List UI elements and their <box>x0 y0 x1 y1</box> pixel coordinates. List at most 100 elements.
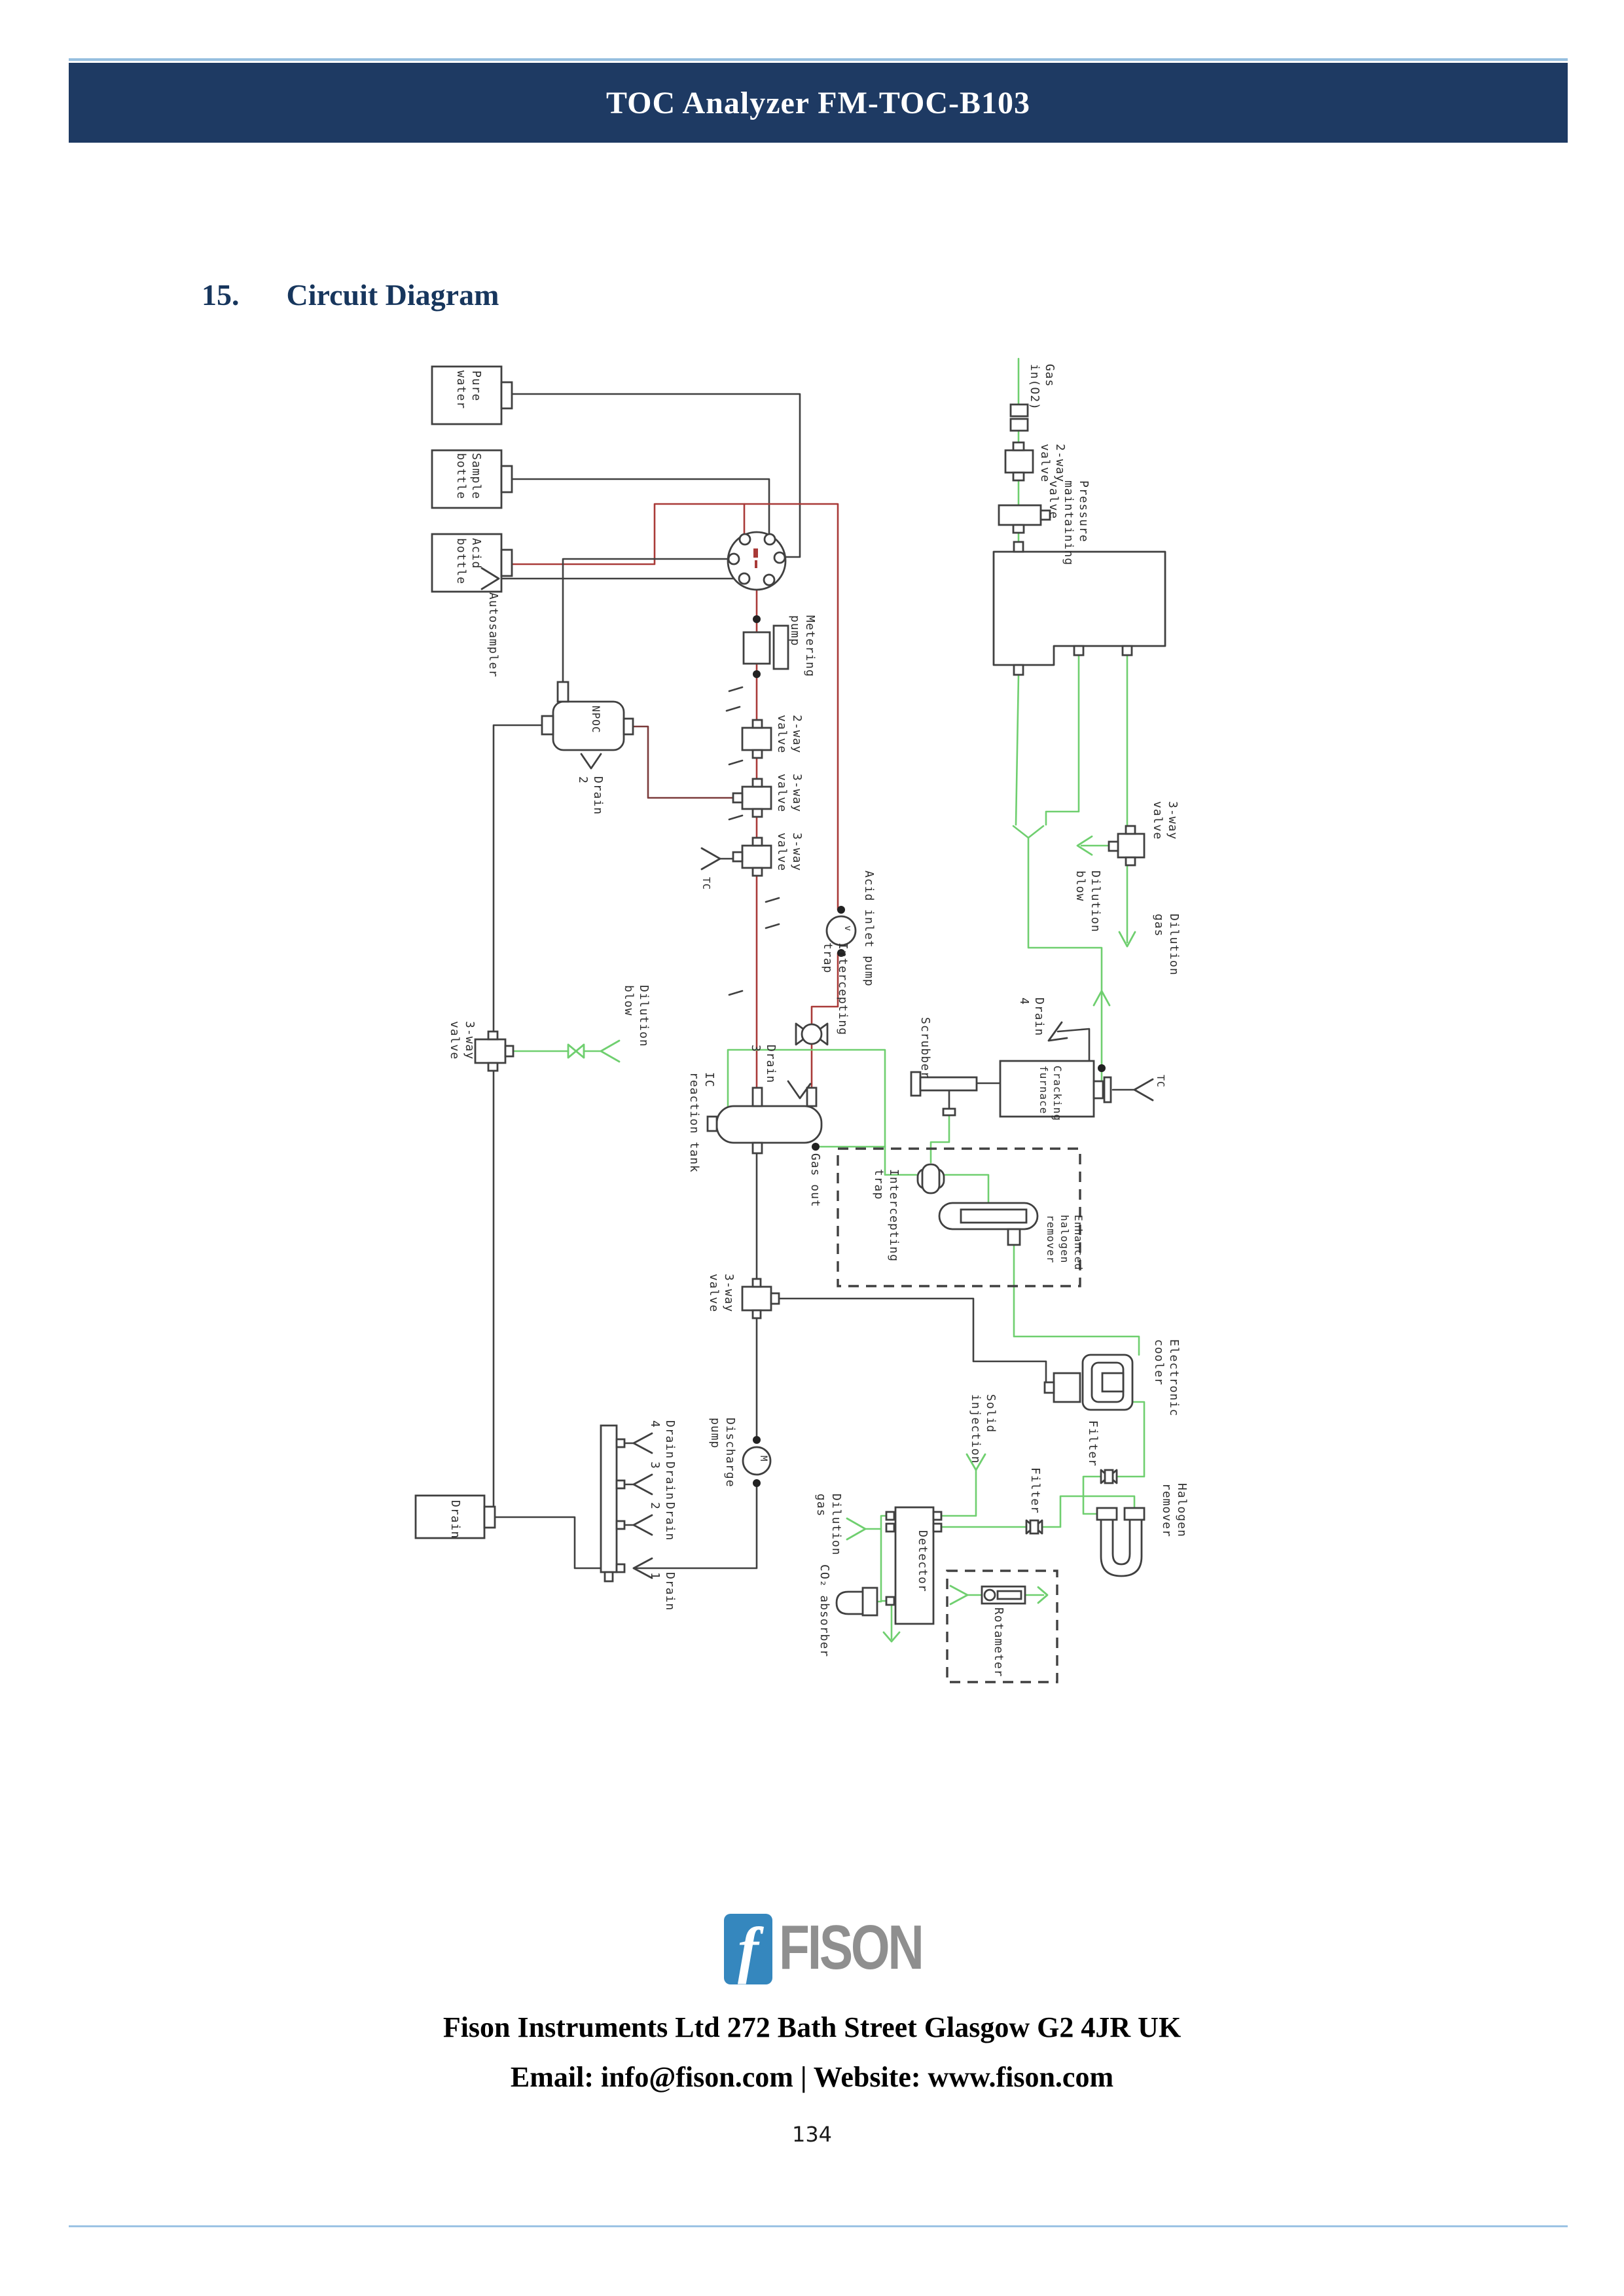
pure-water-nub <box>500 381 513 410</box>
manifold-bottom-nub <box>604 1571 614 1583</box>
box-port-right <box>1121 645 1133 656</box>
manifold-port-4 <box>615 1438 626 1448</box>
metering-pump-body <box>742 631 771 665</box>
rotameter-ball <box>983 1588 996 1602</box>
footer-address: Fison Instruments Ltd 272 Bath Street Gl… <box>442 2011 1182 2043</box>
label-2way-valve-right-line-1: 2-way <box>1053 444 1067 482</box>
valve-2way-mid <box>741 726 772 751</box>
box-out-mid <box>1045 654 1080 826</box>
label-co2-absorber: CO₂ absorber <box>818 1564 831 1657</box>
drain4-arrow <box>1047 1021 1068 1042</box>
label-ic-reaction-tank-line-2: reaction tank <box>687 1072 701 1173</box>
label-gas-out: Gas out <box>808 1153 822 1208</box>
filter1-plate <box>1104 1469 1114 1484</box>
label-enhanced-halogen-remover-line-3: remover <box>1045 1215 1057 1263</box>
label-drain-manifold-4-line-1: Drain <box>663 1420 677 1459</box>
ic-tank-nub-2 <box>806 1086 818 1107</box>
label-drain-3-line-2: 3 <box>749 1045 763 1052</box>
utube-inner <box>1111 1520 1131 1566</box>
box-out-left <box>1015 673 1020 826</box>
npoc-top-nub <box>556 681 569 703</box>
valve-3way-left-nub-t <box>487 1030 499 1041</box>
npoc-vessel <box>552 700 625 751</box>
sample-bottle <box>431 449 503 509</box>
box-bottom-nub <box>1013 664 1024 676</box>
section-heading: 15. Circuit Diagram <box>202 278 499 312</box>
label-electronic-cooler-line-1: Electronic <box>1167 1339 1181 1416</box>
label-drain-manifold-3-line-2: 3 <box>648 1462 662 1469</box>
bottom-accent-line <box>69 2225 1568 2227</box>
valve-3way-mid-a-nub-t <box>751 778 763 788</box>
label-3way-valve-mid-a-line-1: 3-way <box>790 774 804 812</box>
solid-injection-line <box>940 1469 977 1517</box>
drain4-branch <box>1056 1028 1091 1062</box>
multiport-port-4 <box>773 551 786 564</box>
drain-m1-fork <box>632 1557 653 1579</box>
label-cracking-furnace-line-1: Cracking <box>1051 1066 1064 1121</box>
label-electronic-cooler-line-2: cooler <box>1152 1339 1166 1386</box>
ic-tank <box>715 1105 823 1144</box>
valve-3way-mid-a-nub-l <box>732 792 744 804</box>
detector-port-l2 <box>885 1522 895 1533</box>
label-intercepting-trap-2-line-1: Intercepting <box>887 1169 901 1262</box>
fison-logo-text: FISON <box>779 1912 924 1982</box>
label-3way-valve-mid-b-line-2: valve <box>775 833 789 871</box>
filter2-plate <box>1029 1519 1039 1535</box>
label-3way-valve-mid-b-line-1: 3-way <box>790 833 804 871</box>
rotameter-float <box>996 1590 1022 1600</box>
valve-3way-bottom <box>741 1285 772 1312</box>
dilution-blow-right-arrow <box>1076 835 1093 856</box>
label-dilution-blow-right-line-2: blow <box>1074 870 1087 901</box>
acid-inlet-pump <box>825 915 857 946</box>
y-stem-to-furnace <box>1027 836 1103 1081</box>
label-filter-1: Filter <box>1086 1420 1100 1467</box>
label-intercepting-trap-1-line-2: trap <box>821 942 835 973</box>
drain-box-line <box>494 1516 602 1570</box>
label-scrubber: Scrubber <box>918 1017 932 1079</box>
valve-2way-right <box>1004 449 1034 474</box>
fison-logo-icon: f <box>724 1914 772 1984</box>
drain2-arrow <box>580 753 602 770</box>
valve-3way-left-nub-r <box>504 1045 514 1058</box>
dash-7 <box>728 990 744 996</box>
fison-logo: f FISON <box>724 1914 958 1984</box>
label-dilution-blow-left-line-1: Dilution <box>637 985 651 1047</box>
valve-to-npoc-top <box>562 558 730 683</box>
dilution-bowtie <box>567 1043 585 1059</box>
label-tc-mid: TC <box>700 877 712 890</box>
dash-4 <box>728 814 744 821</box>
label-3way-valve-mid-a-line-2: valve <box>775 774 789 812</box>
dash-5 <box>765 897 780 903</box>
label-sample-bottle-line-1: Sample <box>469 453 483 499</box>
multiport-port-2 <box>763 533 776 546</box>
acid-bottle <box>431 533 503 593</box>
label-3way-valve-bottom-line-1: 3-way <box>722 1274 736 1312</box>
furnace-fitting-a <box>1092 1080 1104 1100</box>
pure-water-line <box>511 393 801 558</box>
remover-to-cooler <box>1013 1244 1140 1356</box>
label-3way-valve-right-line-1: 3-way <box>1166 801 1180 840</box>
valve-3way-mid-b-nub-l <box>732 851 744 863</box>
gas-up-arrow <box>1092 990 1111 1007</box>
discharge-pump <box>742 1446 772 1476</box>
page-header: TOC Analyzer FM-TOC-B103 <box>69 63 1568 143</box>
pure-water-bottle <box>431 365 503 425</box>
label-dilution-gas-detector-line-2: gas <box>814 1494 828 1517</box>
gas-filter-a <box>1009 403 1029 418</box>
top-accent-line <box>69 58 1568 61</box>
label-2way-valve-mid-line-1: 2-way <box>790 715 804 753</box>
label-drain-manifold-4-line-2: 4 <box>648 1420 662 1428</box>
dash-3 <box>728 759 744 766</box>
label-tc-right: TC <box>1155 1075 1166 1088</box>
valve-3way-mid-a <box>741 785 772 810</box>
drain-m2-fork <box>632 1514 653 1536</box>
section-number: 15. <box>202 278 240 312</box>
label-dilution-gas-detector-line-1: Dilution <box>829 1494 843 1556</box>
drain-m4-fork <box>632 1432 653 1454</box>
npoc-left-flange <box>541 715 554 736</box>
label-detector: Detector <box>916 1530 929 1592</box>
junction-dot-1 <box>753 615 761 623</box>
junction-dot-3 <box>837 906 845 914</box>
